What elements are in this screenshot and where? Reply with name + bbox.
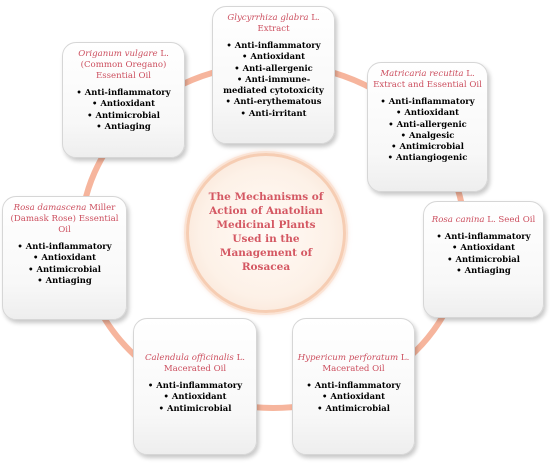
effect-item: Antimicrobial [368,141,487,152]
effect-item: Anti-irritant [213,108,334,119]
effect-item-continued: mediated cytotoxicity [223,85,324,95]
effect-item: Antioxidant [293,391,414,402]
plant-name: Hypericum perforatum L. [297,353,410,363]
plant-preparation: Extract and Essential Oil [373,80,482,90]
effects-list: Anti-inflammatory Antioxidant Antimicrob… [3,241,126,286]
plant-name: Glycyrrhiza glabra L. [227,13,320,23]
plant-name: Calendula officinalis L. [144,353,246,363]
plant-common-name: (Damask Rose) Essential [10,214,119,224]
plant-card-rosa-canina: Rosa canina L. Seed Oil Anti-inflammator… [423,201,544,318]
plant-card-matricaria-recutita: Matricaria recutita L. Extract and Essen… [367,62,488,192]
effect-item: Anti-allergenic [213,63,334,74]
effect-item: Anti-inflammatory [134,380,256,391]
plant-name: Matricaria recutita L. [380,69,475,79]
plant-preparation: Essential Oil [95,71,152,81]
effect-item: Antimicrobial [63,110,184,121]
effect-item: Anti-immune- [213,74,334,85]
effect-item: Antimicrobial [293,403,414,414]
effects-list: Anti-inflammatory Antioxidant Anti-aller… [213,40,334,119]
effect-item: Antioxidant [63,98,184,109]
effects-list: Anti-inflammatory Antioxidant Antimicrob… [134,380,256,414]
plant-card-rosa-damascena: Rosa damascena Miller (Damask Rose) Esse… [2,196,127,320]
effect-item: Antiaging [3,275,126,286]
effect-item: Anti-allergenic [368,119,487,130]
plant-card-hypericum-perforatum: Hypericum perforatum L. Macerated Oil An… [292,318,415,455]
plant-card-glycyrrhiza-glabra: Glycyrrhiza glabra L. Extract Anti-infla… [212,6,335,144]
plant-preparation: Macerated Oil [322,364,385,374]
plant-card-origanum-vulgare: Origanum vulgare L. (Common Oregano) Ess… [62,42,185,158]
effect-item: Antiaging [424,265,543,276]
effect-item: Antioxidant [213,51,334,62]
effect-item: Antimicrobial [3,264,126,275]
plant-common-name: (Common Oregano) [80,60,167,70]
plant-name: Origanum vulgare L. [78,49,169,59]
effect-item: Anti-inflammatory [368,96,487,107]
effects-list: Anti-inflammatory Antioxidant Antimicrob… [424,231,543,276]
plant-name: Rosa damascena Miller [13,203,116,213]
effect-item: Antioxidant [3,252,126,263]
effect-item: Anti-inflammatory [63,87,184,98]
effects-list: Anti-inflammatory Antioxidant Antimicrob… [63,87,184,132]
plant-name: Rosa canina L. Seed Oil [431,215,536,225]
central-topic-circle: The Mechanisms of Action of Anatolian Me… [186,153,346,313]
effect-item: Anti-erythematous [213,96,334,107]
effect-item: Anti-inflammatory [3,241,126,252]
effect-item: Anti-inflammatory [424,231,543,242]
effect-item: Antioxidant [368,107,487,118]
effect-item: Anti-inflammatory [213,40,334,51]
effect-item: Antioxidant [134,391,256,402]
effects-list: Anti-inflammatory Antioxidant Anti-aller… [368,96,487,164]
effect-item: Antiaging [63,121,184,132]
effect-item: Antimicrobial [134,403,256,414]
effect-item: Analgesic [368,130,487,141]
effects-list: Anti-inflammatory Antioxidant Antimicrob… [293,380,414,414]
effect-item: Antioxidant [424,242,543,253]
plant-preparation: Extract [257,24,290,34]
central-topic-title: The Mechanisms of Action of Anatolian Me… [208,191,324,273]
effect-item: Antiangiogenic [368,152,487,163]
plant-preparation: Oil [58,225,71,235]
plant-card-calendula-officinalis: Calendula officinalis L. Macerated Oil A… [133,318,257,455]
effect-item: Antimicrobial [424,254,543,265]
plant-preparation: Macerated Oil [163,364,227,374]
effect-item: Anti-inflammatory [293,380,414,391]
